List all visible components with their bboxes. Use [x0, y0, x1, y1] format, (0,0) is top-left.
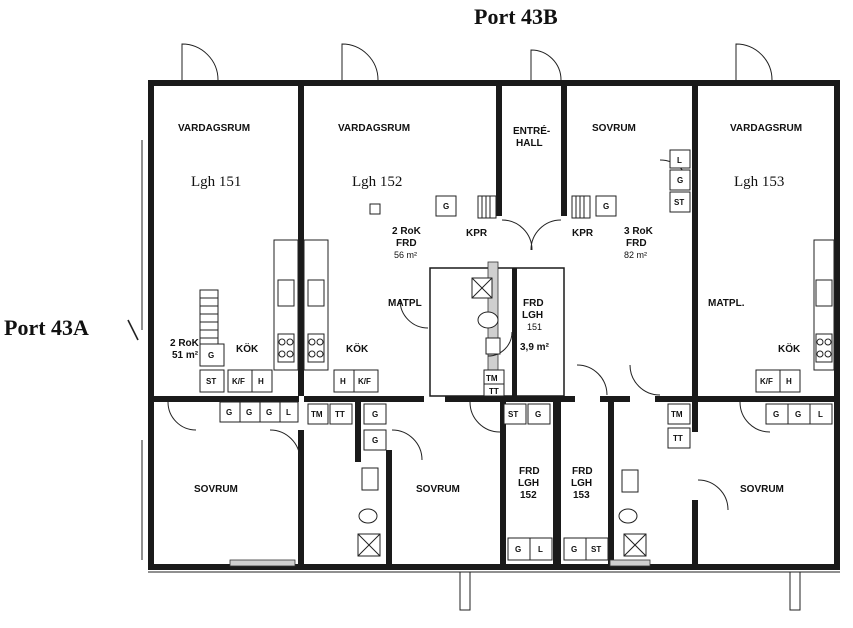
fix-l-d: L — [818, 410, 823, 419]
storage-151-area: 3,9 m² — [520, 342, 550, 353]
room-kpr-153: KPR — [572, 228, 594, 239]
fix-g-h: G — [677, 176, 683, 185]
fix-g-k: G — [571, 545, 577, 554]
fix-l-a: L — [286, 408, 291, 417]
spec-152-area: 56 m² — [394, 250, 417, 260]
spec-151-type: 2 RoK — [170, 338, 200, 349]
fix-g-l: G — [773, 410, 779, 419]
fix-g-m: G — [795, 410, 801, 419]
storage-labels: FRD LGH 151 3,9 m² FRD LGH 152 FRD LGH 1… — [518, 298, 593, 501]
kitchen-counters — [199, 239, 835, 393]
fix-kf-152: K/F — [358, 377, 371, 386]
fix-g-c: G — [266, 408, 272, 417]
room-kok-152: KÖK — [346, 342, 369, 355]
fix-kf-153: K/F — [760, 377, 773, 386]
apartment-names: Lgh 151 Lgh 152 Lgh 153 — [191, 174, 784, 190]
fix-g-e: G — [372, 436, 378, 445]
apt-151-label: Lgh 151 — [191, 174, 241, 190]
room-vardagsrum-151: VARDAGSRUM — [178, 123, 250, 134]
fix-l-b: L — [677, 156, 682, 165]
fix-g-a: G — [226, 408, 232, 417]
port-labels: Port 43B Port 43A — [4, 4, 558, 341]
fix-h-153: H — [786, 377, 792, 386]
storage-151-lgh: LGH — [522, 310, 543, 321]
fix-l-c: L — [538, 545, 543, 554]
storage-152-num: 152 — [520, 490, 537, 501]
fix-g-g: G — [603, 202, 609, 211]
doors — [167, 43, 773, 511]
fix-st-151: ST — [206, 377, 216, 386]
room-entre: ENTRÉ- — [513, 124, 550, 137]
fix-h-151: H — [258, 377, 264, 386]
fix-tm-153: TM — [671, 410, 683, 419]
room-sovrum-153-top: SOVRUM — [592, 123, 636, 134]
storage-151-num: 151 — [527, 322, 542, 332]
storage-153-lgh: LGH — [571, 478, 592, 489]
apt-153-label: Lgh 153 — [734, 174, 784, 190]
room-kok-153: KÖK — [778, 342, 801, 355]
room-kok-151: KÖK — [236, 342, 259, 355]
apartment-specs: 2 RoK 51 m² 2 RoK FRD 56 m² 3 RoK FRD 82… — [170, 226, 654, 361]
spec-153-frd: FRD — [626, 238, 647, 249]
appliance-boxes — [219, 149, 833, 561]
fixture-letters: ST G K/F H H K/F K/F H G G G L TM TT G G… — [206, 156, 823, 554]
fix-g-d: G — [372, 410, 378, 419]
stairs — [199, 195, 591, 345]
room-sovrum-153: SOVRUM — [740, 484, 784, 495]
fix-kf-151: K/F — [232, 377, 245, 386]
storage-152-lgh: LGH — [518, 478, 539, 489]
room-matpl-152: MATPL — [388, 298, 422, 309]
room-sovrum-151: SOVRUM — [194, 484, 238, 495]
port-43b-label: Port 43B — [474, 4, 558, 29]
spec-153-type: 3 RoK — [624, 226, 654, 237]
fix-g-i: G — [535, 410, 541, 419]
fix-g-f: G — [443, 202, 449, 211]
room-labels: VARDAGSRUM VARDAGSRUM ENTRÉ- HALL SOVRUM… — [178, 123, 802, 495]
spec-152-type: 2 RoK — [392, 226, 422, 237]
interior-walls — [154, 86, 834, 567]
fix-g-151: G — [208, 351, 214, 360]
outer-walls — [141, 80, 840, 611]
fix-st-c: ST — [508, 410, 518, 419]
room-matpl-153: MATPL. — [708, 298, 745, 309]
room-hall: HALL — [516, 138, 543, 149]
spec-151-area: 51 m² — [172, 350, 199, 361]
apt-152-label: Lgh 152 — [352, 174, 402, 190]
fix-st-b: ST — [674, 198, 684, 207]
fix-tt-153: TT — [673, 434, 683, 443]
fix-g-j: G — [515, 545, 521, 554]
room-vardagsrum-153: VARDAGSRUM — [730, 123, 802, 134]
room-sovrum-152: SOVRUM — [416, 484, 460, 495]
storage-151-frd: FRD — [523, 298, 544, 309]
storage-153-num: 153 — [573, 490, 590, 501]
fix-tm-center: TM — [486, 374, 498, 383]
port-43a-label: Port 43A — [4, 315, 89, 340]
fix-tt-152: TT — [335, 410, 345, 419]
fix-tm-152: TM — [311, 410, 323, 419]
fix-h-152: H — [340, 377, 346, 386]
fix-g-b: G — [246, 408, 252, 417]
fix-st-d: ST — [591, 545, 601, 554]
fix-tt-center: TT — [489, 387, 499, 396]
storage-153-frd: FRD — [572, 466, 593, 477]
storage-152-frd: FRD — [519, 466, 540, 477]
room-kpr-152: KPR — [466, 228, 488, 239]
spec-152-frd: FRD — [396, 238, 417, 249]
room-vardagsrum-152: VARDAGSRUM — [338, 123, 410, 134]
spec-153-area: 82 m² — [624, 250, 647, 260]
